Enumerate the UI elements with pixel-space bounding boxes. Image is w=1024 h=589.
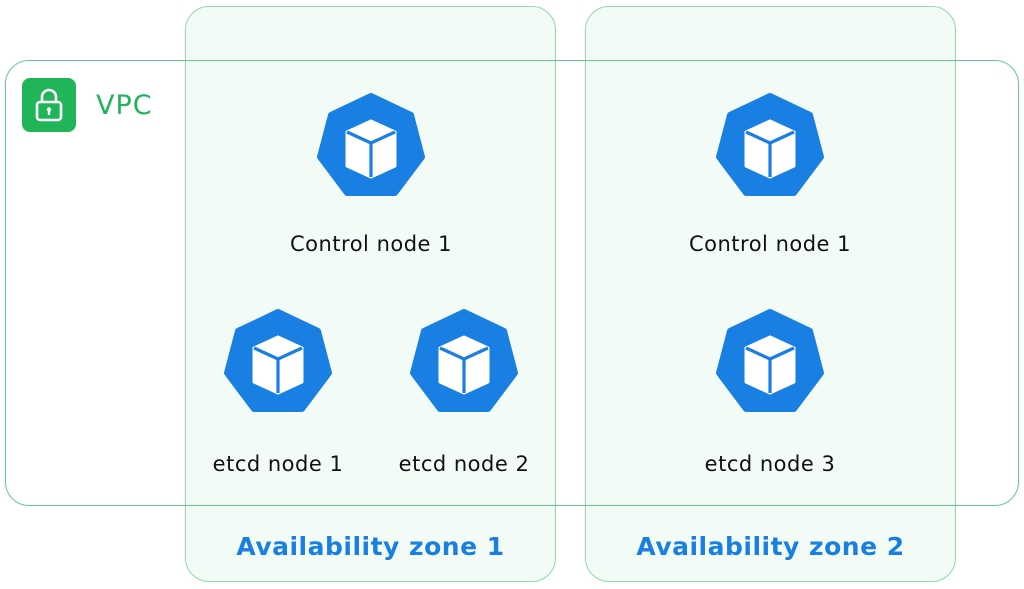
kubernetes-node-icon [409, 309, 519, 419]
node-label: etcd node 1 [212, 452, 344, 476]
lock-icon [35, 88, 63, 122]
kubernetes-node-icon [316, 93, 426, 203]
vpc-label: VPC [96, 90, 153, 121]
node-label: Control node 1 [289, 232, 453, 256]
node-label: etcd node 2 [398, 452, 530, 476]
kubernetes-node-icon [223, 309, 333, 419]
node-label: Control node 1 [688, 232, 852, 256]
vpc-badge [22, 78, 76, 132]
node-label: etcd node 3 [704, 452, 836, 476]
vpc-boundary [5, 60, 1019, 506]
zone-label: Availability zone 2 [636, 532, 905, 561]
kubernetes-node-icon [715, 309, 825, 419]
kubernetes-node-icon [715, 93, 825, 203]
zone-label: Availability zone 1 [236, 532, 505, 561]
